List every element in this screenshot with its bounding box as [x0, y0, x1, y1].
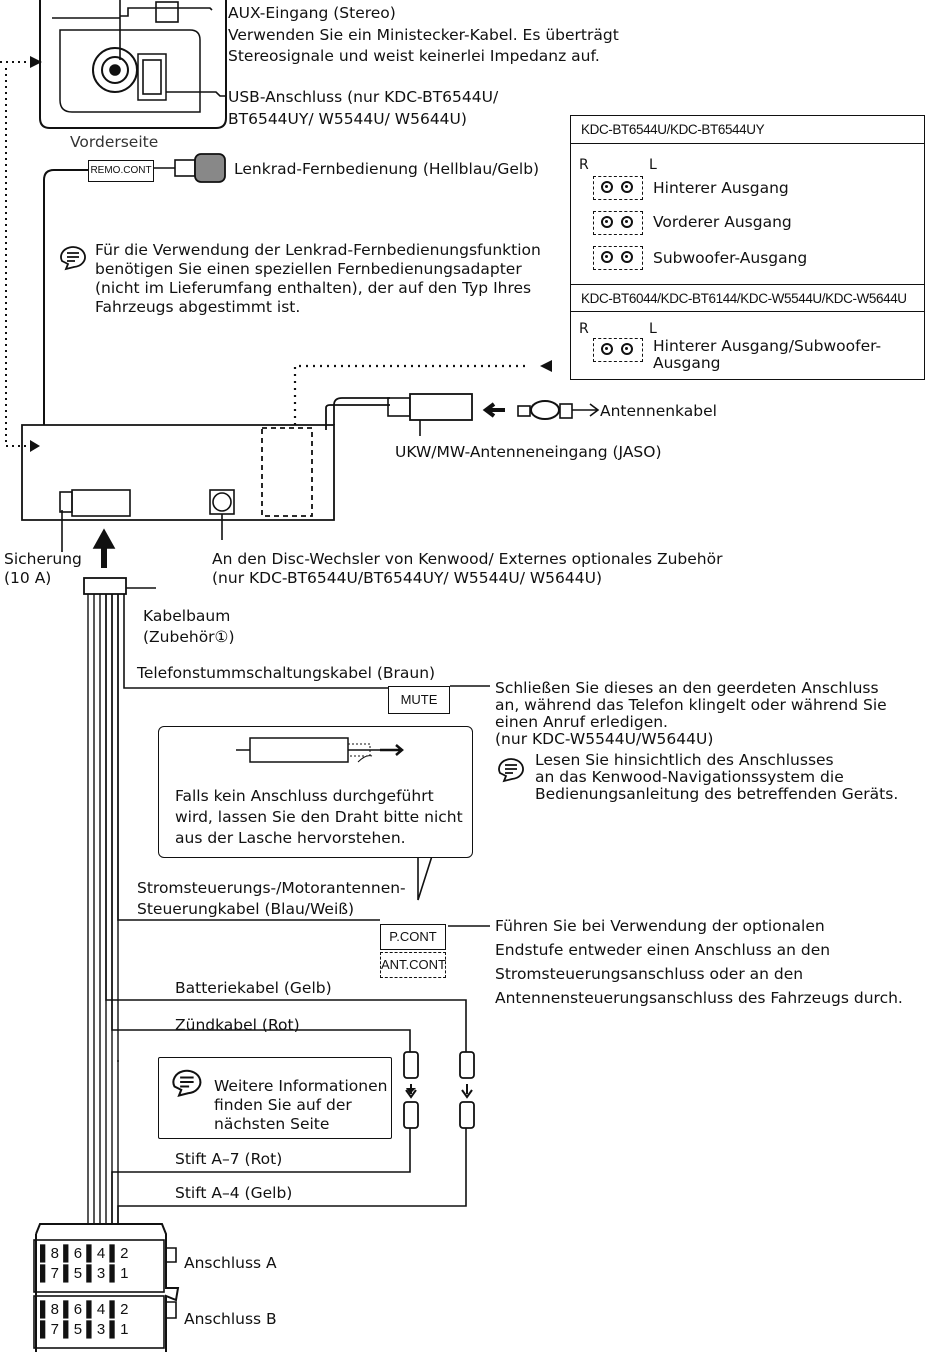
- connector-a-pins: ▌8 ▌6 ▌4 ▌2 ▌7 ▌5 ▌3 ▌1: [40, 1244, 128, 1284]
- pin-row-bottom: ▌7 ▌5 ▌3 ▌1: [40, 1265, 129, 1282]
- rca-sub-label: Subwoofer-Ausgang: [653, 249, 808, 267]
- battery-cable-label: Batteriekabel (Gelb): [175, 979, 332, 997]
- fuse-label: Sicherung (10 A): [4, 550, 82, 587]
- rca-jack-front: [593, 211, 643, 235]
- note-icon: [172, 1069, 202, 1097]
- note-icon: [498, 758, 524, 783]
- usb-line-1: USB-Anschluss (nur KDC-BT6544U/: [228, 88, 499, 106]
- rca-jack-sub: [593, 246, 643, 270]
- aux-title: AUX-Eingang (Stereo): [228, 4, 396, 22]
- pin-a4-label: Stift A–4 (Gelb): [175, 1184, 293, 1202]
- aux-desc-2: Stereosignale und weist keinerlei Impeda…: [228, 47, 600, 65]
- rca-r-1: R: [579, 157, 589, 173]
- usb-line-2: BT6544UY/ W5544U/ W5644U): [228, 110, 467, 128]
- note-icon: [60, 246, 86, 271]
- connector-a-label: Anschluss A: [184, 1254, 277, 1272]
- pin-row-top: ▌8 ▌6 ▌4 ▌2: [40, 1301, 129, 1318]
- bubble-text: Falls kein Anschluss durchgeführt wird, …: [175, 787, 463, 847]
- pcont-cable-label: Stromsteuerungs-/Motorantennen- Steuerun…: [137, 879, 406, 918]
- pin-a7-label: Stift A–7 (Rot): [175, 1150, 283, 1168]
- steering-note: Für die Verwendung der Lenkrad-Fernbedie…: [95, 241, 541, 316]
- more-info-box: [158, 1057, 392, 1139]
- rca-l-1: L: [649, 157, 657, 173]
- pin-row-bottom: ▌7 ▌5 ▌3 ▌1: [40, 1321, 129, 1338]
- pcont-label: P.CONT: [380, 924, 446, 950]
- rca-header-2: KDC-BT6044/KDC-BT6144/KDC-W5544U/KDC-W56…: [571, 284, 924, 312]
- remo-cont-label: REMO.CONT: [88, 160, 154, 182]
- front-side-label: Vorderseite: [70, 133, 159, 151]
- rca-output-box: KDC-BT6544U/KDC-BT6544UY R L Hinterer Au…: [570, 115, 925, 380]
- antenna-input-label: UKW/MW-Antenneneingang (JASO): [395, 443, 662, 461]
- connector-b-label: Anschluss B: [184, 1310, 277, 1328]
- rca-jack-rear: [593, 176, 643, 200]
- mute-label: MUTE: [388, 686, 450, 714]
- harness-label: Kabelbaum (Zubehör①): [143, 607, 235, 646]
- ignition-cable-label: Zündkabel (Rot): [175, 1016, 300, 1034]
- rca-rear-label: Hinterer Ausgang: [653, 179, 789, 197]
- nav-note: Lesen Sie hinsichtlich des Anschlusses a…: [535, 751, 899, 803]
- antenna-cable-label: Antennenkabel: [600, 402, 717, 420]
- rca-front-label: Vorderer Ausgang: [653, 213, 792, 231]
- rca-r-2: R: [579, 321, 589, 337]
- pin-row-top: ▌8 ▌6 ▌4 ▌2: [40, 1245, 129, 1262]
- wire-tab-icon: [236, 737, 404, 763]
- connector-b-pins: ▌8 ▌6 ▌4 ▌2 ▌7 ▌5 ▌3 ▌1: [40, 1300, 128, 1340]
- mute-cable-label: Telefonstummschaltungskabel (Braun): [137, 664, 436, 682]
- rca-jack-rear-sub: [593, 338, 643, 362]
- rca-l-2: L: [649, 321, 657, 337]
- pcont-description: Führen Sie bei Verwendung der optionalen…: [495, 917, 903, 1007]
- mute-description: Schließen Sie dieses an den geerdeten An…: [495, 679, 887, 748]
- more-info-text: Weitere Informationen finden Sie auf der…: [214, 1077, 388, 1133]
- steering-remote-label: Lenkrad-Fernbedienung (Hellblau/Gelb): [234, 160, 540, 178]
- disc-changer-label: An den Disc-Wechsler von Kenwood/ Extern…: [212, 550, 723, 587]
- antcont-label: ANT.CONT: [380, 952, 446, 978]
- rca-header-1: KDC-BT6544U/KDC-BT6544UY: [571, 116, 924, 144]
- rca-rear-sub-label: Hinterer Ausgang/Subwoofer- Ausgang: [653, 337, 882, 372]
- aux-desc-1: Verwenden Sie ein Ministecker-Kabel. Es …: [228, 26, 619, 44]
